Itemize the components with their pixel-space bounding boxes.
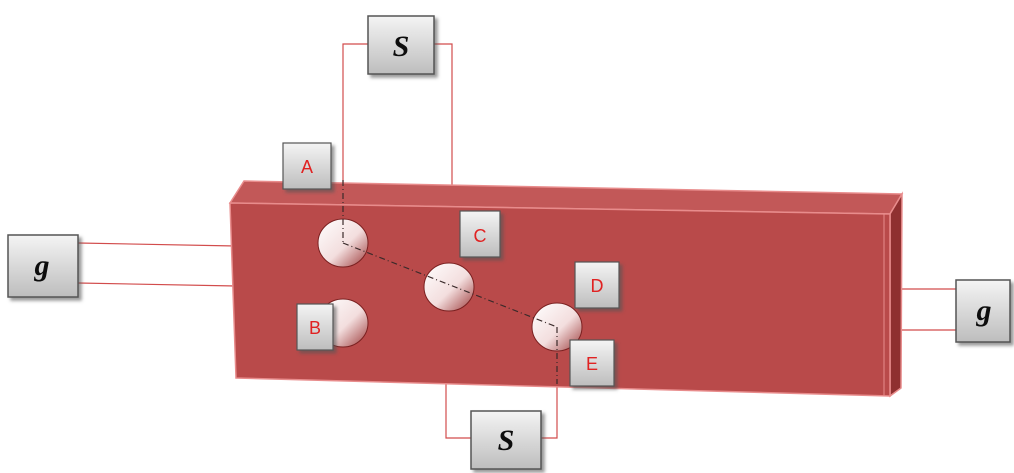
left-lower-wire: [77, 282, 237, 287]
point-label-b: B: [296, 303, 334, 351]
load-box-bottom: S: [470, 410, 542, 470]
top-right-wire: [434, 43, 453, 185]
point-c-text: C: [474, 226, 487, 246]
point-label-c: C: [459, 210, 501, 258]
load-bottom-label: S: [498, 424, 515, 457]
point-e-text: E: [586, 354, 598, 374]
point-label-a: A: [282, 142, 332, 190]
load-left-label: g: [34, 249, 50, 282]
point-a-text: A: [301, 157, 313, 177]
load-box-top: S: [367, 15, 435, 75]
point-d-text: D: [591, 276, 604, 296]
hole-c: [423, 262, 475, 312]
left-upper-wire: [77, 242, 237, 247]
section-line: [342, 180, 558, 384]
plate-side-face: [889, 191, 903, 398]
point-label-d: D: [574, 261, 620, 309]
load-top-label: S: [393, 30, 410, 63]
point-label-e: E: [569, 339, 615, 387]
bottom-right-wire: [541, 384, 558, 439]
load-right-label: g: [976, 294, 992, 327]
section-line-diagonal: [342, 242, 558, 328]
point-b-text: B: [309, 318, 321, 338]
bottom-left-wire: [445, 382, 471, 439]
plate: [228, 180, 904, 398]
load-box-left: g: [7, 234, 79, 298]
load-box-right: g: [955, 279, 1011, 343]
top-left-wire: [342, 43, 368, 220]
plate-front-face: [229, 202, 891, 397]
load-wires: [77, 43, 956, 439]
